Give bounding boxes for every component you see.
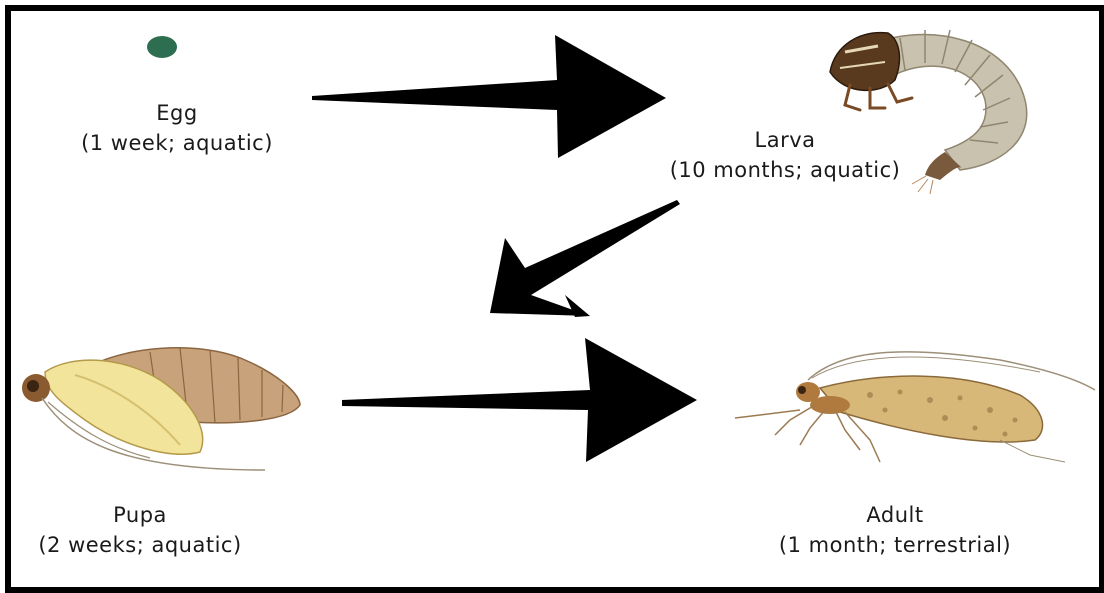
arrow-egg-to-larva bbox=[312, 35, 666, 158]
larva-name: Larva bbox=[660, 125, 910, 155]
pupa-illustration bbox=[22, 348, 300, 470]
pupa-name: Pupa bbox=[20, 500, 260, 530]
pupa-detail: (2 weeks; aquatic) bbox=[20, 530, 260, 560]
arrow-larva-to-pupa bbox=[490, 200, 680, 317]
adult-name: Adult bbox=[760, 500, 1030, 530]
arrow-icon bbox=[342, 338, 697, 462]
adult-detail: (1 month; terrestrial) bbox=[760, 530, 1030, 560]
adult-label: Adult (1 month; terrestrial) bbox=[760, 500, 1030, 560]
egg-illustration bbox=[147, 36, 177, 58]
egg-detail: (1 week; aquatic) bbox=[72, 128, 282, 158]
egg-name: Egg bbox=[72, 98, 282, 128]
larva-label: Larva (10 months; aquatic) bbox=[660, 125, 910, 185]
arrow-icon bbox=[490, 200, 680, 316]
arrow-icon bbox=[312, 35, 666, 158]
larva-detail: (10 months; aquatic) bbox=[660, 155, 910, 185]
pupa-label: Pupa (2 weeks; aquatic) bbox=[20, 500, 260, 560]
arrow-pupa-to-adult bbox=[342, 338, 697, 462]
egg-label: Egg (1 week; aquatic) bbox=[72, 98, 282, 158]
adult-illustration bbox=[735, 352, 1095, 462]
